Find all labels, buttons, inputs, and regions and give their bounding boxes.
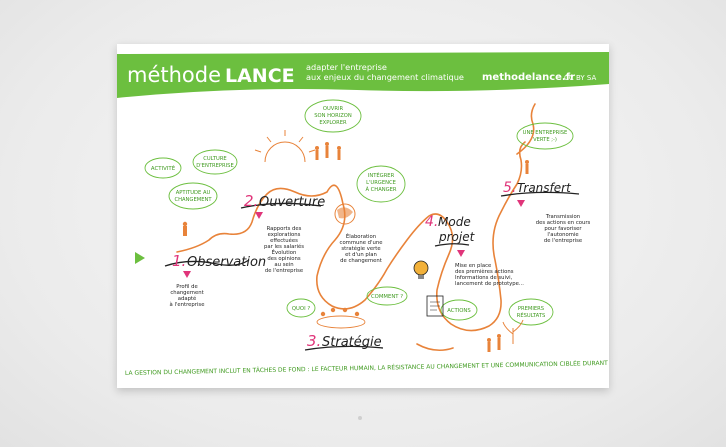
step-transfert-desc-3: l'autonomie [547,232,578,238]
step-transfert-desc-0: Transmission [545,214,580,220]
bubble-premiers-text-0: PREMIERS [518,306,544,312]
brand-methode: méthode [127,63,221,87]
step-transfert-desc-1: des actions en cours [536,220,591,226]
bubble-comment: COMMENT ? [366,286,408,306]
bubble-aptitude-text-0: APTITUDE AU [176,190,211,196]
step-ouverture-desc-5: des opinions [267,256,301,262]
sunrise-icon [254,130,316,163]
step-transfert-desc-4: de l'entreprise [544,238,582,244]
poster: méthode LANCE adapter l'entreprise aux e… [117,44,609,388]
step-observation-num: 1. [172,252,186,270]
triangle-icon [517,200,525,207]
pin-mark [358,416,362,420]
clipboard-icon [426,295,444,317]
step-strategie-desc-3: et d'un plan [345,252,377,258]
bubble-verte-text-1: VERTE ;-) [533,137,557,143]
bubble-culture-text-0: CULTURE [203,156,226,162]
step-observation[interactable]: 1. Observation Profil de changement adap… [135,252,266,308]
bubble-quoi: QUOI ? [286,298,316,318]
bubble-integrer-text-0: INTÉGRER [368,171,395,179]
bubble-premiers: PREMIERS RÉSULTATS [508,298,554,326]
bubble-verte: UNE ENTREPRISE VERTE ;-) [516,122,574,150]
step-transfert-num: 5. [503,180,516,196]
step-observation-desc-2: adapté [178,295,197,302]
step-strategie-desc-2: stratégie verte [341,245,380,252]
team-meeting-icon [316,307,366,329]
step-mode-projet-label-2: projet [438,230,476,244]
step-observation-label: Observation [187,255,266,270]
step-ouverture-desc-4: Évolution [272,248,297,256]
step-ouverture-desc-1: explorations [268,232,301,238]
step-transfert-label: Transfert [517,181,572,195]
step-ouverture-desc-3: par les salariés [264,243,304,250]
step-observation-desc-1: changement [170,290,203,296]
bubble-ouvrir: OUVRIR SON HORIZON EXPLORER [304,99,362,133]
step-strategie[interactable]: 3. Stratégie Élaboration commune d'une s… [304,232,384,351]
step-ouverture-desc-7: de l'entreprise [265,268,303,274]
bubble-activite: ACTIVITÉ [144,157,182,179]
bubble-culture: CULTURE D'ENTREPRISE [192,149,238,175]
step-strategie-label: Stratégie [322,335,382,350]
bubble-verte-text-0: UNE ENTREPRISE [523,130,568,136]
bubble-actions-text: ACTIONS [447,308,471,314]
step-observation-desc-3: à l'entreprise [170,301,205,308]
triangle-icon [183,271,191,278]
step-mode-projet-desc-2: Informations de suivi, [455,275,513,281]
globe-icon [334,203,356,225]
step-strategie-desc-1: commune d'une [340,240,383,246]
step-strategie-num: 3. [307,332,321,350]
lightbulb-icon [413,260,429,279]
bubble-premiers-text-1: RÉSULTATS [517,311,546,319]
step-mode-projet-desc-1: des premières actions [455,268,514,275]
bubble-aptitude: APTITUDE AU CHANGEMENT [168,182,218,210]
step-ouverture-num: 2. [244,192,258,210]
start-arrow-icon [135,252,145,264]
step-mode-projet-desc-3: lancement de prototype... [455,281,524,287]
step-ouverture-desc-2: effectuées [270,237,298,244]
bubble-ouvrir-text-1: SON HORIZON [314,113,352,119]
header-tagline-1: adapter l'entreprise [306,62,387,72]
step-transfert-desc-2: pour favoriser [544,226,582,232]
step-mode-projet-label: Mode [438,215,471,229]
step-mode-projet-num: 4. [425,214,438,230]
step-ouverture-label: Ouverture [259,195,325,210]
bubble-ouvrir-text-0: OUVRIR [323,106,344,112]
triangle-icon [255,212,263,219]
step-observation-desc-0: Profil de [176,284,198,290]
step-strategie-desc-0: Élaboration [346,232,376,240]
step-ouverture[interactable]: 2. Ouverture Rapports des explorations e… [240,192,325,274]
footer-note: LA GESTION DU CHANGEMENT INCLUT EN TÂCHE… [125,357,609,377]
bubble-actions: ACTIONS [440,299,478,321]
bubble-activite-text: ACTIVITÉ [151,164,176,172]
step-mode-projet-desc-0: Mise en place [455,263,491,269]
bubble-ouvrir-text-2: EXPLORER [319,120,347,126]
step-transfert[interactable]: 5. Transfert Transmission des actions en… [500,180,591,244]
bubble-culture-text-1: D'ENTREPRISE [196,163,233,169]
bubble-integrer-text-2: À CHANGER [365,186,396,193]
step-ouverture-desc-6: au sein [274,262,293,268]
plant-icon [502,319,524,344]
bubble-integrer-text-1: L'URGENCE [366,180,396,186]
header-url[interactable]: methodelance.fr [482,72,575,83]
bubble-aptitude-text-1: CHANGEMENT [174,197,212,203]
bubble-quoi-text: QUOI ? [292,306,310,312]
header-banner: méthode LANCE adapter l'entreprise aux e… [117,52,609,98]
header-tagline-2: aux enjeux du changement climatique [306,72,464,82]
bubble-integrer: INTÉGRER L'URGENCE À CHANGER [356,165,406,203]
brand-lance: LANCE [225,65,295,87]
people-icon [182,142,529,352]
bubble-comment-text: COMMENT ? [371,294,403,300]
step-mode-projet[interactable]: 4. Mode projet Mise en place des premièr… [425,214,524,287]
step-ouverture-desc-0: Rapports des [267,226,302,232]
header-license: CC BY SA [564,74,596,82]
step-strategie-desc-4: de changement [340,258,382,264]
triangle-icon [457,250,465,257]
